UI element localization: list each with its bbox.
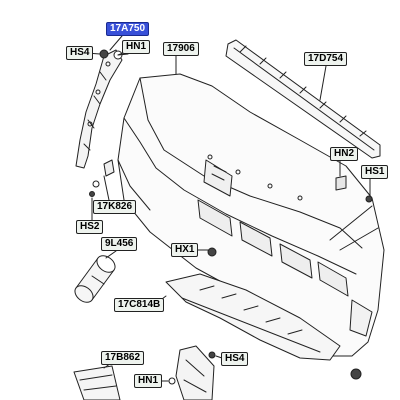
label-hx1[interactable]: HX1 (171, 243, 199, 257)
undertray-17C814B[interactable] (165, 273, 341, 361)
label-hn1-top[interactable]: HN1 (122, 40, 151, 54)
label-17906[interactable]: 17906 (163, 42, 199, 56)
label-17A750[interactable]: 17A750 (106, 22, 150, 36)
label-17C814B[interactable]: 17C814B (114, 298, 165, 312)
label-hn2[interactable]: HN2 (330, 147, 359, 161)
label-9L456[interactable]: 9L456 (101, 237, 138, 251)
reinforcement-bar-17D754[interactable] (225, 39, 381, 159)
label-17D754[interactable]: 17D754 (304, 52, 348, 66)
lower-center-bracket[interactable] (175, 345, 215, 400)
side-bracket-17A750[interactable] (75, 49, 123, 169)
lower-bracket-17B862[interactable] (73, 365, 121, 400)
label-17K826[interactable]: 17K826 (93, 200, 137, 214)
label-hn1-bottom[interactable]: HN1 (134, 374, 163, 388)
label-hs4-bottom[interactable]: HS4 (221, 352, 249, 366)
cylinder-part-9L456[interactable] (72, 252, 118, 305)
leader-lines (91, 35, 371, 382)
label-hs2[interactable]: HS2 (76, 220, 104, 234)
label-17B862[interactable]: 17B862 (101, 351, 145, 365)
label-hs1[interactable]: HS1 (361, 165, 389, 179)
label-hs4-top[interactable]: HS4 (66, 46, 94, 60)
fasteners (85, 46, 373, 385)
